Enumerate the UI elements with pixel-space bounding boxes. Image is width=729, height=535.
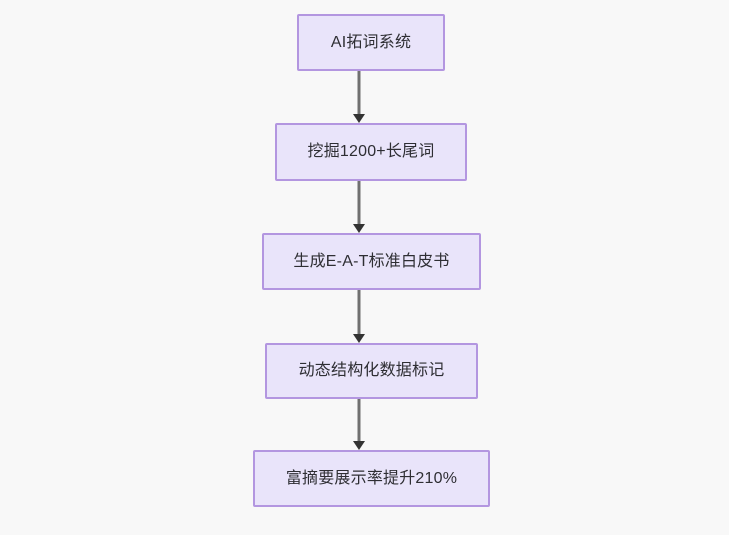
flow-edge-n3-to-n4 xyxy=(347,290,371,343)
flow-node-n5[interactable]: 富摘要展示率提升210% xyxy=(253,450,490,507)
flow-node-n1[interactable]: AI拓词系统 xyxy=(297,14,445,71)
flow-node-n3[interactable]: 生成E-A-T标准白皮书 xyxy=(262,233,481,290)
flow-node-label: AI拓词系统 xyxy=(330,33,412,51)
flow-edge-n1-to-n2 xyxy=(347,71,371,123)
flow-node-label: 生成E-A-T标准白皮书 xyxy=(293,252,450,270)
flow-node-n2[interactable]: 挖掘1200+长尾词 xyxy=(275,123,467,181)
flow-edge-n4-to-n5 xyxy=(347,399,371,450)
flow-node-label: 富摘要展示率提升210% xyxy=(285,469,458,487)
flow-node-n4[interactable]: 动态结构化数据标记 xyxy=(265,343,478,399)
flow-node-label: 动态结构化数据标记 xyxy=(298,362,445,380)
flow-edge-n2-to-n3 xyxy=(347,181,371,233)
flow-node-label: 挖掘1200+长尾词 xyxy=(307,143,435,161)
